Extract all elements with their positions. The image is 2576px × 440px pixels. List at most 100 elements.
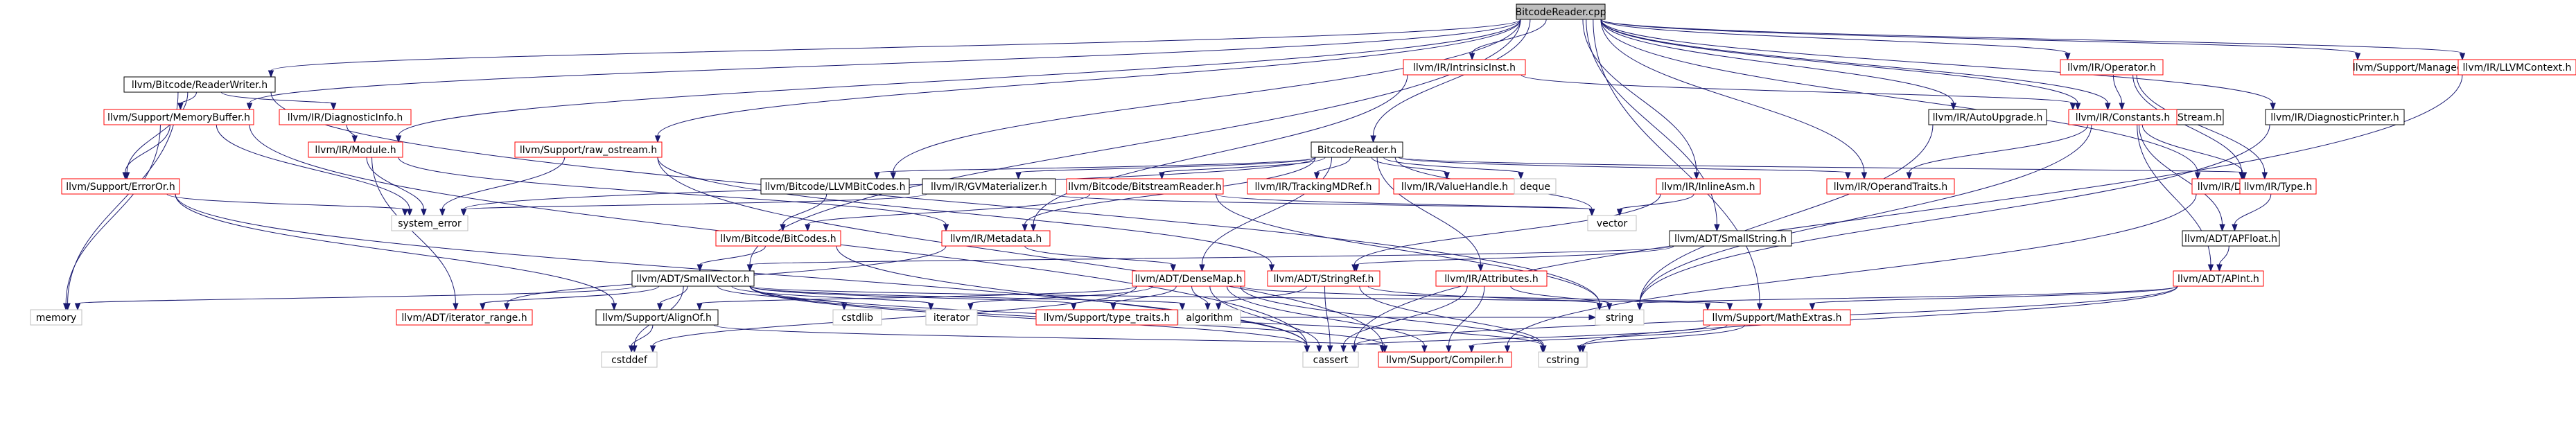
edge-arrowhead <box>628 345 635 353</box>
edge-intrinsicinst-to-metadata <box>1030 74 1408 232</box>
node-label: llvm/IR/DiagnosticInfo.h <box>288 112 403 123</box>
edge-arrowhead <box>2219 224 2225 232</box>
node-intrinsicinst[interactable]: llvm/IR/IntrinsicInst.h <box>1403 59 1526 76</box>
edge-line <box>482 285 659 304</box>
node-valuehandle[interactable]: llvm/IR/ValueHandle.h <box>1393 178 1516 195</box>
edge-line <box>713 324 1383 346</box>
node-box <box>1132 270 1245 287</box>
node-root: BitcodeReader.cpp <box>1516 3 1606 20</box>
node-diagprinter[interactable]: llvm/IR/DiagnosticPrinter.h <box>2265 109 2405 125</box>
node-metadata[interactable]: llvm/IR/Metadata.h <box>941 230 1051 247</box>
node-label: llvm/IR/IntrinsicInst.h <box>1413 62 1516 73</box>
node-label: vector <box>1597 218 1628 229</box>
node-box <box>30 309 82 326</box>
node-bitstream[interactable]: llvm/Bitcode/BitstreamReader.h <box>1066 178 1224 195</box>
edge-line <box>1600 19 2274 104</box>
node-label: llvm/ADT/iterator_range.h <box>401 313 527 324</box>
node-inlineasm[interactable]: llvm/IR/InlineAsm.h <box>1656 178 1761 195</box>
edge-line <box>1324 285 1331 346</box>
edge-line <box>1214 193 1593 210</box>
edge-line <box>657 157 1272 265</box>
edge-root-to-operator <box>1600 19 2071 61</box>
edge-mathextras-to-cstring <box>1577 324 1746 353</box>
edge-arrowhead <box>1304 345 1311 353</box>
node-box <box>1928 109 2047 125</box>
node-bitcodes[interactable]: llvm/Bitcode/BitCodes.h <box>715 230 841 247</box>
edge-line <box>216 124 410 210</box>
edge-line <box>1112 285 1177 304</box>
edge-arrowhead <box>2074 103 2081 111</box>
node-mathextras[interactable]: llvm/Support/MathExtras.h <box>1703 309 1851 326</box>
edge-line <box>1909 124 2089 173</box>
node-box <box>514 141 663 158</box>
edge-arrowhead <box>351 135 358 143</box>
node-erroror[interactable]: llvm/Support/ErrorOr.h <box>61 178 180 195</box>
node-box <box>2068 109 2178 125</box>
node-attributes[interactable]: llvm/IR/Attributes.h <box>1435 270 1548 287</box>
edge-attributes-to-string <box>1510 285 1613 311</box>
edge-rw-to-erroror <box>123 91 189 180</box>
node-module[interactable]: llvm/IR/Module.h <box>308 141 403 158</box>
node-box <box>1516 3 1606 20</box>
node-box <box>2239 178 2317 195</box>
edge-arrowhead <box>453 303 459 311</box>
edge-arrowhead <box>122 172 128 180</box>
edge-arrowhead <box>1204 303 1211 311</box>
edge-arrowhead <box>746 264 753 272</box>
node-apfloat[interactable]: llvm/ADT/APFloat.h <box>2182 230 2280 247</box>
edge-arrowhead <box>1845 172 1851 180</box>
node-label: llvm/IR/Metadata.h <box>950 234 1042 245</box>
node-smallstring[interactable]: llvm/ADT/SmallString.h <box>1669 230 1792 247</box>
edge-line <box>1398 157 2245 173</box>
node-bitcodereader[interactable]: BitcodeReader.h <box>1311 141 1403 158</box>
edge-arrowhead <box>1577 345 1583 353</box>
node-autoupgrade[interactable]: llvm/IR/AutoUpgrade.h <box>1928 109 2047 125</box>
node-operandtraits[interactable]: llvm/IR/OperandTraits.h <box>1826 178 1955 195</box>
edge-root-to-diagprinter <box>1600 19 2276 111</box>
node-alignof[interactable]: llvm/Support/AlignOf.h <box>595 309 719 326</box>
edge-line <box>749 285 1708 304</box>
node-rw[interactable]: llvm/Bitcode/ReaderWriter.h <box>123 76 276 93</box>
node-llvmbitcodes[interactable]: llvm/Bitcode/LLVMBitCodes.h <box>760 178 910 195</box>
node-label: cstring <box>1546 355 1579 366</box>
node-label: llvm/IR/Type.h <box>2244 182 2312 193</box>
node-box <box>1177 309 1241 326</box>
node-operator[interactable]: llvm/IR/Operator.h <box>2060 59 2164 76</box>
node-type[interactable]: llvm/IR/Type.h <box>2239 178 2317 195</box>
node-iterrange[interactable]: llvm/ADT/iterator_range.h <box>396 309 533 326</box>
edge-line <box>1812 285 2178 304</box>
edge-root-to-llvmcontext <box>1600 19 2466 61</box>
node-compiler[interactable]: llvm/Support/Compiler.h <box>1378 351 1512 368</box>
edge-arrowhead <box>656 303 663 311</box>
edge-inlineasm-to-stringref <box>1351 193 1661 272</box>
edge-arrowhead <box>1170 264 1176 272</box>
node-diaginfo[interactable]: llvm/IR/DiagnosticInfo.h <box>279 109 412 125</box>
edge-line <box>1367 285 1600 304</box>
node-smallvector[interactable]: llvm/ADT/SmallVector.h <box>631 270 755 287</box>
node-label: BitcodeReader.cpp <box>1516 7 1606 18</box>
node-label: llvm/ADT/SmallVector.h <box>636 274 750 285</box>
node-apint[interactable]: llvm/ADT/APInt.h <box>2173 270 2264 287</box>
edge-arrowhead <box>2105 103 2111 111</box>
edge-typetraits-to-string <box>1177 314 1597 321</box>
edge-arrowhead <box>696 264 703 272</box>
node-typetraits[interactable]: llvm/Support/type_traits.h <box>1035 309 1178 326</box>
edge-densemap-to-compiler <box>1227 285 1428 353</box>
node-box <box>1247 178 1380 195</box>
node-constants[interactable]: llvm/IR/Constants.h <box>2068 109 2178 125</box>
node-gvmat[interactable]: llvm/IR/GVMaterializer.h <box>922 178 1056 195</box>
node-box <box>925 309 978 326</box>
node-memorybuffer[interactable]: llvm/Support/MemoryBuffer.h <box>103 109 254 125</box>
node-rawostream[interactable]: llvm/Support/raw_ostream.h <box>514 141 663 158</box>
node-stringref[interactable]: llvm/ADT/StringRef.h <box>1267 270 1381 287</box>
edge-line <box>749 245 1674 265</box>
node-trackingmd[interactable]: llvm/IR/TrackingMDRef.h <box>1247 178 1380 195</box>
node-box <box>123 76 276 93</box>
node-box <box>1595 309 1645 326</box>
node-label: memory <box>36 313 77 324</box>
edge-arrowhead <box>1071 303 1077 311</box>
node-densemap[interactable]: llvm/ADT/DenseMap.h <box>1132 270 1245 287</box>
edge-operator-to-derivedtypes <box>2132 74 2245 180</box>
edge-line <box>749 285 1183 304</box>
node-llvmcontext[interactable]: llvm/IR/LLVMContext.h <box>2457 59 2576 76</box>
